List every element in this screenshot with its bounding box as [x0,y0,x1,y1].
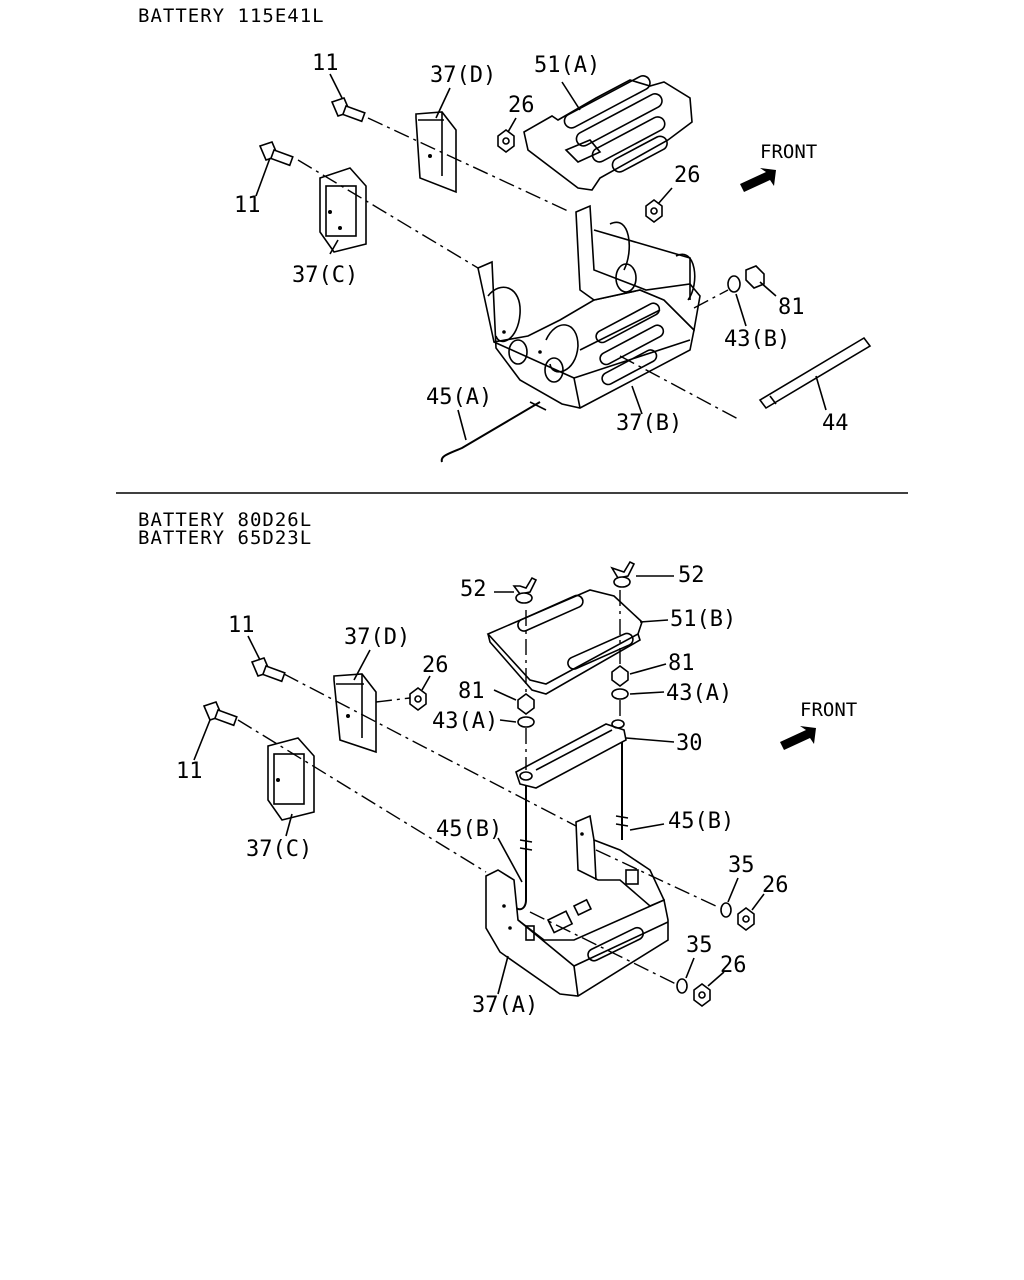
top-bolt-lower [258,141,294,167]
bottom-washer-35-lower [676,978,688,994]
top-callout-44: 44 [822,411,849,436]
top-callout-45a: 45(A) [426,385,492,410]
bottom-callout-43aa: 43(A) [432,709,498,734]
bottom-callout-52a: 52 [460,577,487,602]
top-callout-11a: 11 [312,51,339,76]
bottom-battery-tray [485,814,669,997]
top-nut-1 [497,129,515,153]
bottom-assembly-line-5 [529,911,677,985]
bottom-leaders [193,575,765,995]
top-bracket-37c [319,167,367,253]
top-callout-26b: 26 [674,163,701,188]
bottom-assembly-line-4 [595,849,721,909]
bottom-washer-43a-left [517,716,535,728]
bottom-bracket-37c [267,737,315,821]
bottom-nut-26-lower [693,983,711,1007]
bottom-callout-51b: 51(B) [670,607,736,632]
bottom-wing-nut-2 [610,560,636,588]
bottom-assembly-line-3 [375,697,411,703]
bottom-callout-37c: 37(C) [246,837,312,862]
top-battery-tray [477,204,701,409]
bottom-wing-nut-1 [512,576,538,604]
top-assembly-line-2 [297,159,479,269]
top-header: BATTERY 115E41L [138,5,325,27]
top-leaders [255,73,827,441]
top-bolt-upper [330,97,366,123]
bottom-bolt-upper [250,657,286,683]
top-assembly-line-1 [367,117,571,213]
bottom-front-arrow-icon [780,726,816,750]
bottom-callout-11b: 11 [176,759,203,784]
bottom-nut-26-upper [409,687,427,711]
top-front-label: FRONT [760,141,817,163]
bottom-callout-26c: 26 [720,953,747,978]
bottom-header-1: BATTERY 80D26L [138,509,312,531]
bottom-washer-43a-right [611,688,629,700]
bottom-callout-81b: 81 [668,651,695,676]
bottom-clamp-bar-30 [515,719,627,789]
top-nut-81 [745,265,765,289]
top-assembly-line-4 [693,289,729,309]
top-rod-44 [758,336,872,410]
top-callout-51a: 51(A) [534,53,600,78]
bottom-hook-bolt-left [513,786,533,911]
bottom-callout-52b: 52 [678,563,705,588]
top-callout-37b: 37(B) [616,411,682,436]
bottom-assembly-line-2 [237,719,487,873]
bottom-callout-35a: 35 [728,853,755,878]
bottom-callout-45ba: 45(B) [436,817,502,842]
top-callout-81: 81 [778,295,805,320]
bottom-nut-81-left [517,693,535,715]
bottom-callout-43ab: 43(A) [666,681,732,706]
top-assembly-line-3 [619,355,741,421]
bottom-callout-26a: 26 [422,653,449,678]
top-callout-26a: 26 [508,93,535,118]
bottom-hook-bolt-right [615,742,629,840]
top-callout-37d: 37(D) [430,63,496,88]
top-callout-11b: 11 [234,193,261,218]
bottom-callout-37d: 37(D) [344,625,410,650]
bottom-front-label: FRONT [800,699,857,721]
bottom-callout-30: 30 [676,731,703,756]
bottom-callout-81a: 81 [458,679,485,704]
bottom-callout-11a: 11 [228,613,255,638]
bottom-washer-35-upper [720,902,732,918]
bottom-bolt-lower [202,701,238,727]
top-nut-2 [645,199,663,223]
top-front-arrow-icon [740,168,776,192]
top-callout-43b: 43(B) [724,327,790,352]
bottom-callout-26b: 26 [762,873,789,898]
bottom-bracket-37d [333,673,377,754]
bottom-nut-26-mid [737,907,755,931]
bottom-nut-81-right [611,665,629,687]
bottom-assembly-line-1 [283,673,577,827]
bottom-callout-35b: 35 [686,933,713,958]
top-washer-43b [727,275,741,293]
top-bracket-37d [415,111,457,194]
top-callout-37c: 37(C) [292,263,358,288]
top-battery-cover [523,75,693,191]
bottom-header-2: BATTERY 65D23L [138,527,312,549]
top-hook-bolt-45a [440,401,547,463]
bottom-callout-45bb: 45(B) [668,809,734,834]
bottom-callout-37a: 37(A) [472,993,538,1018]
